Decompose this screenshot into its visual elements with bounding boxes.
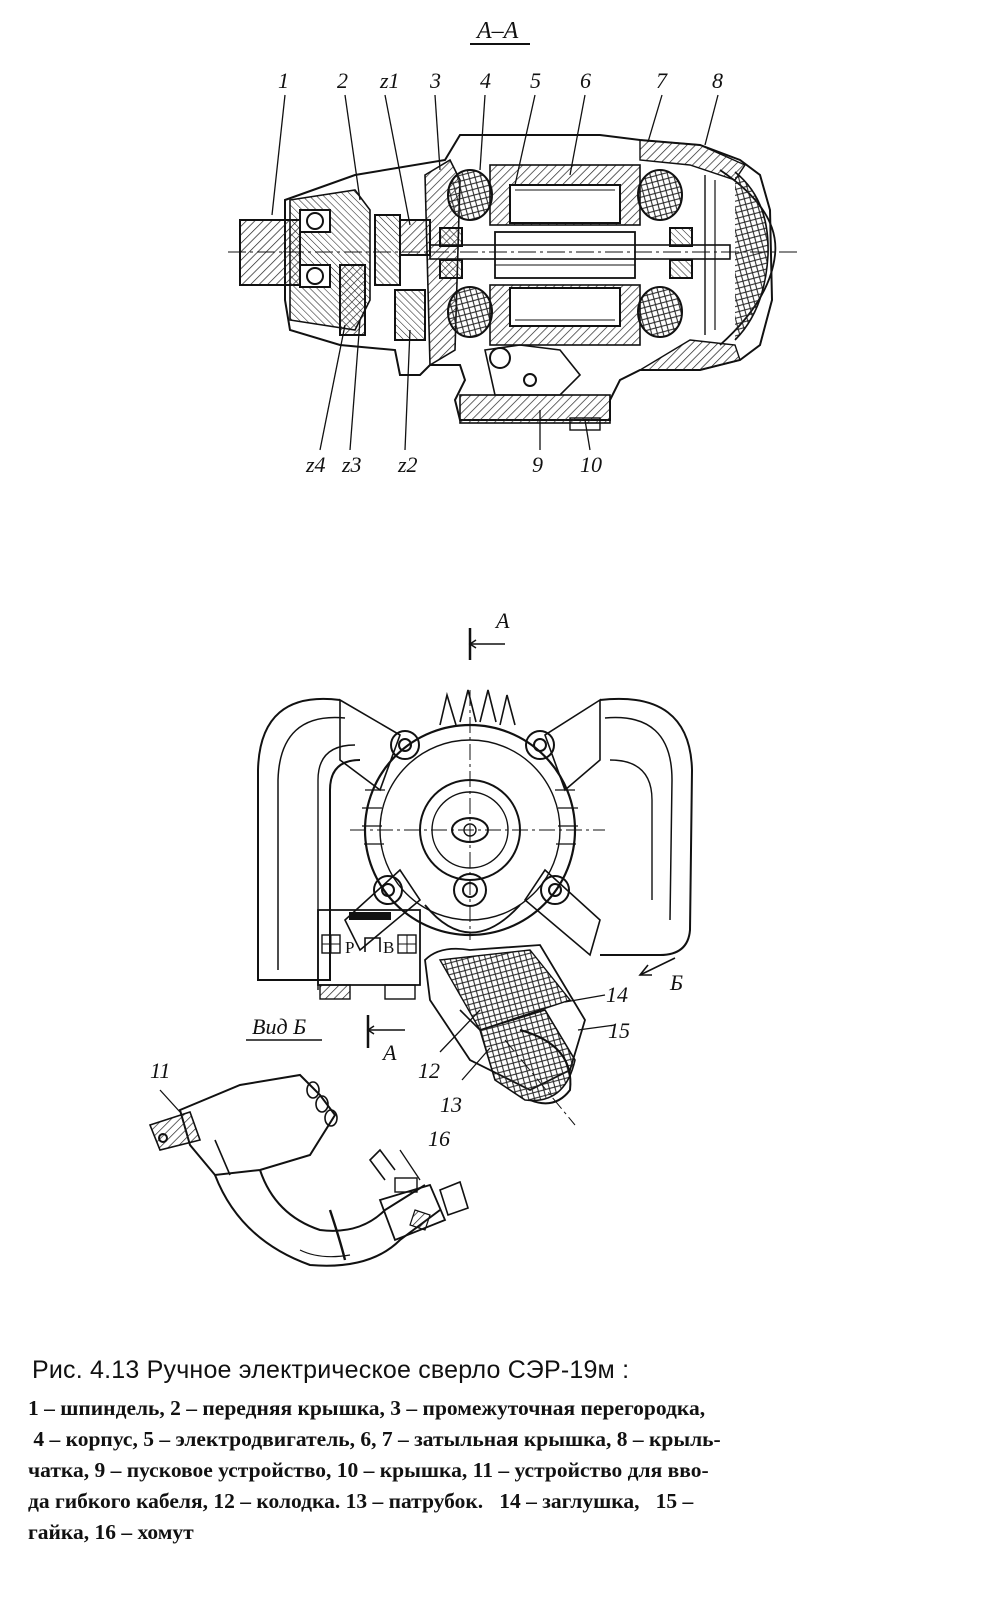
callout-8: 8 xyxy=(712,68,723,93)
top-callouts: 1 2 z1 3 4 5 6 7 8 xyxy=(278,68,723,93)
terminal-letter-p: P xyxy=(345,938,354,957)
caption-line: чатка, 9 – пусковое устройство, 10 – кры… xyxy=(28,1458,709,1482)
callout-5: 5 xyxy=(530,68,541,93)
callout-1: 1 xyxy=(278,68,289,93)
section-label: A–A xyxy=(475,18,519,44)
callout-11: 11 xyxy=(150,1058,170,1083)
callout-z4: z4 xyxy=(305,452,326,477)
caption-line: 1 – шпиндель, 2 – передняя крышка, 3 – п… xyxy=(28,1396,706,1420)
callout-4: 4 xyxy=(480,68,491,93)
callout-7: 7 xyxy=(656,68,668,93)
section-mark-bottom: A xyxy=(381,1040,397,1065)
callout-10: 10 xyxy=(580,452,602,477)
plan-callouts: 11 12 13 14 15 16 xyxy=(150,982,630,1151)
callout-z3: z3 xyxy=(341,452,362,477)
callout-6: 6 xyxy=(580,68,591,93)
front-view xyxy=(257,628,694,1126)
view-b-arrow-label: Б xyxy=(669,970,683,995)
caption-line: да гибкого кабеля, 12 – колодка. 13 – па… xyxy=(28,1489,694,1513)
bottom-callouts: z4 z3 z2 9 10 xyxy=(305,452,602,477)
view-labels: A A Б Вид Б P B xyxy=(252,608,683,1065)
callout-3: 3 xyxy=(429,68,441,93)
callout-14: 14 xyxy=(606,982,628,1007)
caption-line: 4 – корпус, 5 – электродвигатель, 6, 7 –… xyxy=(28,1427,721,1451)
callout-12: 12 xyxy=(418,1058,440,1083)
technical-drawing: A–A xyxy=(148,18,800,1267)
section-view-a-a: A–A xyxy=(228,18,800,451)
view-b xyxy=(148,1039,469,1267)
figure-caption: Рис. 4.13 Ручное электрическое сверло СЭ… xyxy=(24,1356,984,1548)
callout-13: 13 xyxy=(440,1092,462,1117)
terminal-letter-b: B xyxy=(383,938,394,957)
caption-body: 1 – шпиндель, 2 – передняя крышка, 3 – п… xyxy=(28,1393,984,1548)
caption-title: Рис. 4.13 Ручное электрическое сверло СЭ… xyxy=(32,1356,630,1384)
callout-2: 2 xyxy=(337,68,348,93)
callout-15: 15 xyxy=(608,1018,630,1043)
callout-z2: z2 xyxy=(397,452,418,477)
callout-9: 9 xyxy=(532,452,543,477)
section-mark-top: A xyxy=(494,608,510,633)
callout-16: 16 xyxy=(428,1126,450,1151)
callout-z1: z1 xyxy=(379,68,400,93)
view-b-label: Вид Б xyxy=(252,1014,306,1039)
caption-line: гайка, 16 – хомут xyxy=(28,1520,194,1544)
